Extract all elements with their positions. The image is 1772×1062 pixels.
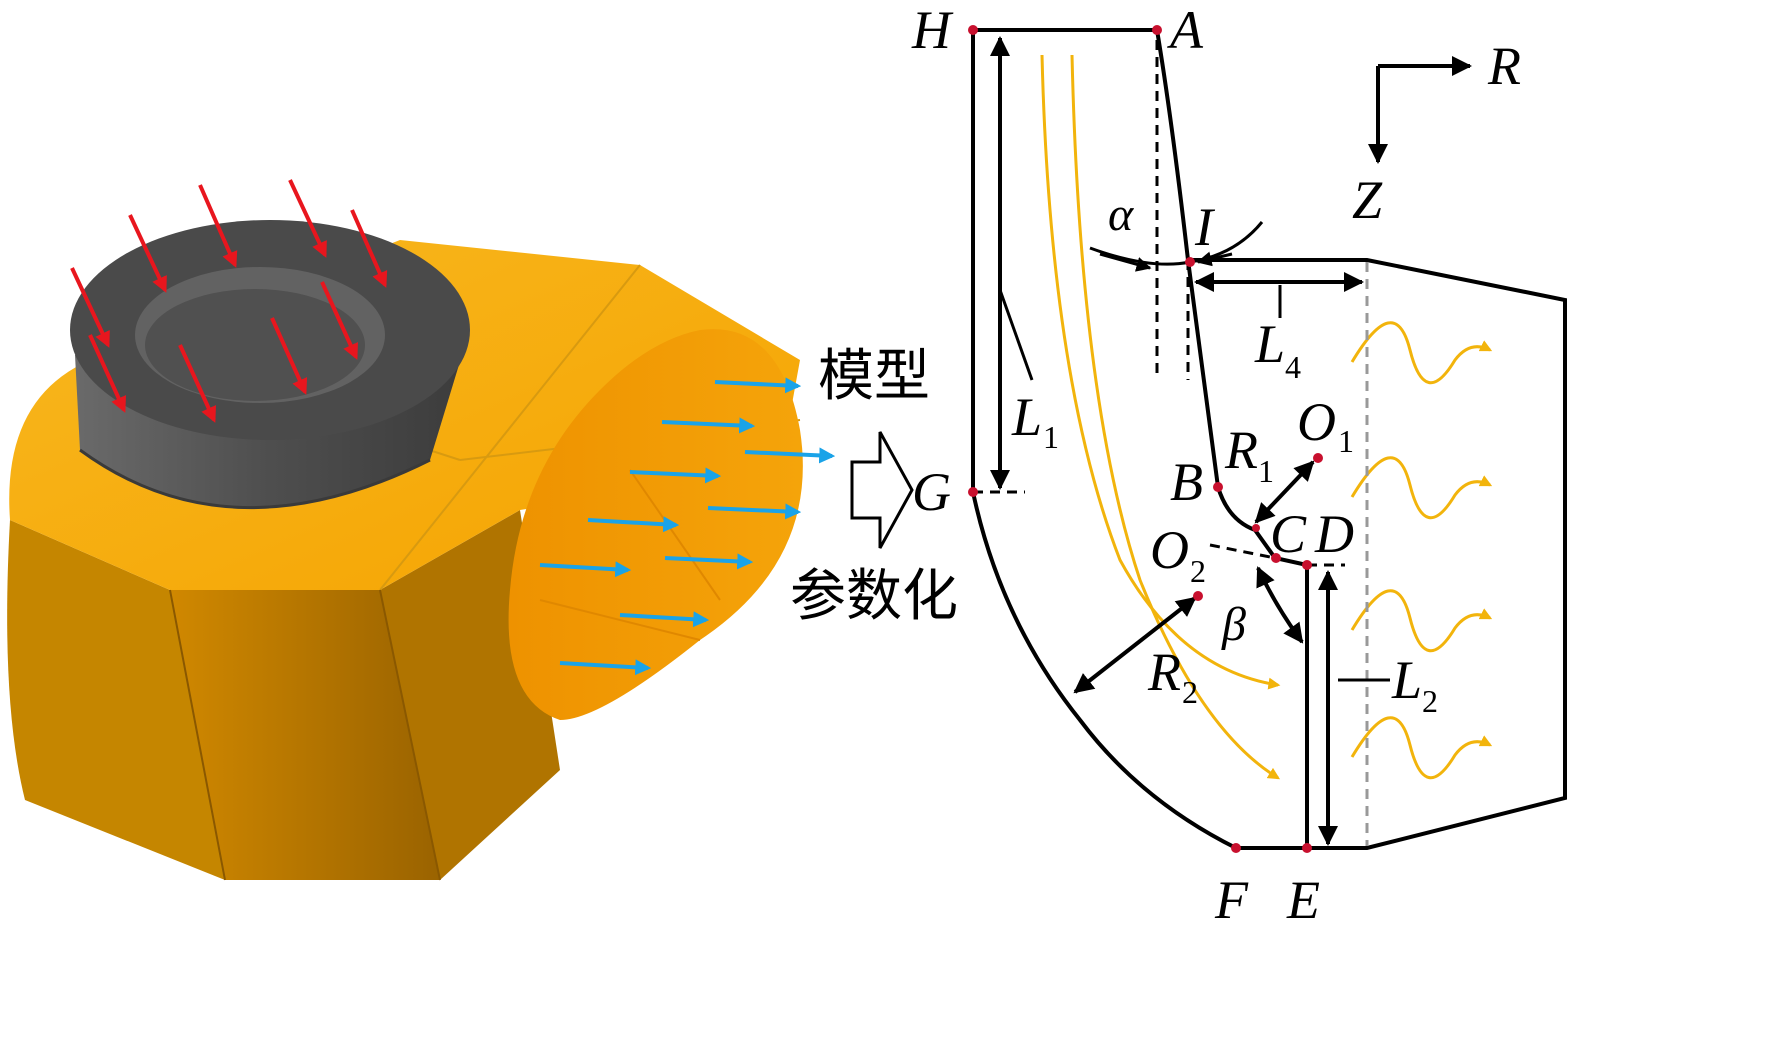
profile-nodes [968, 25, 1323, 853]
angle-alpha-label: α [1108, 188, 1134, 241]
dim-L2-label: L [1391, 650, 1422, 710]
exit-flow-waves [1350, 321, 1493, 779]
flow-lines [1040, 54, 1281, 780]
dim-L2-sub: 2 [1422, 683, 1438, 719]
transform-arrow: 模型 参数化 [790, 344, 958, 629]
die-3d-model [7, 179, 836, 881]
point-G: G [912, 462, 951, 522]
point-C: C [1270, 504, 1307, 564]
point-I: I [1194, 197, 1216, 257]
dim-L4-sub: 4 [1285, 349, 1301, 385]
dim-R2-sub: 2 [1182, 674, 1198, 710]
dim-L1-leader [998, 289, 1034, 381]
angle-beta-arrow [1256, 566, 1304, 644]
dim-L1-sub: 1 [1043, 419, 1059, 455]
dim-L1-label: L [1011, 387, 1042, 447]
point-O2-sub: 2 [1190, 553, 1206, 589]
punch-ring [70, 220, 470, 509]
die-exit-facets [539, 469, 721, 641]
point-F: F [1214, 870, 1249, 930]
point-E: E [1286, 870, 1320, 930]
angle-alpha-arrow-right [1196, 251, 1233, 267]
axis-R-label: R [1487, 36, 1521, 96]
point-O1-sub: 1 [1338, 423, 1354, 459]
profile-outline [971, 28, 1309, 850]
dim-R2-label: R [1147, 642, 1181, 702]
flow-arrows [539, 377, 836, 676]
die-side-left [7, 520, 226, 880]
die-edges [169, 589, 441, 881]
angle-alpha-arrow-left [1099, 252, 1152, 272]
dim-R2-arrow [1073, 596, 1197, 694]
dim-R1-label: R [1224, 420, 1258, 480]
point-O1: O [1297, 392, 1336, 452]
dim-R1-arrow [1254, 460, 1315, 524]
point-H: H [911, 0, 954, 60]
dim-R1-sub: 1 [1258, 453, 1274, 489]
label-model: 模型 [818, 344, 930, 409]
point-D: D [1314, 504, 1354, 564]
point-A: A [1167, 0, 1204, 60]
point-O2: O [1150, 520, 1189, 580]
coordinate-axes: R Z [1352, 36, 1521, 230]
angle-beta-label: β [1221, 598, 1246, 651]
die-side-front [170, 590, 440, 880]
label-parametrization: 参数化 [790, 564, 958, 629]
dim-L4-label: L [1254, 314, 1285, 374]
axis-Z-label: Z [1352, 170, 1383, 230]
force-arrows [70, 179, 388, 423]
parametric-profile: L 1 L 2 L 4 α R 1 R 2 β [911, 0, 1567, 930]
point-B: B [1170, 452, 1203, 512]
hollow-arrow-icon [850, 431, 914, 549]
reference-lines [973, 40, 1345, 848]
